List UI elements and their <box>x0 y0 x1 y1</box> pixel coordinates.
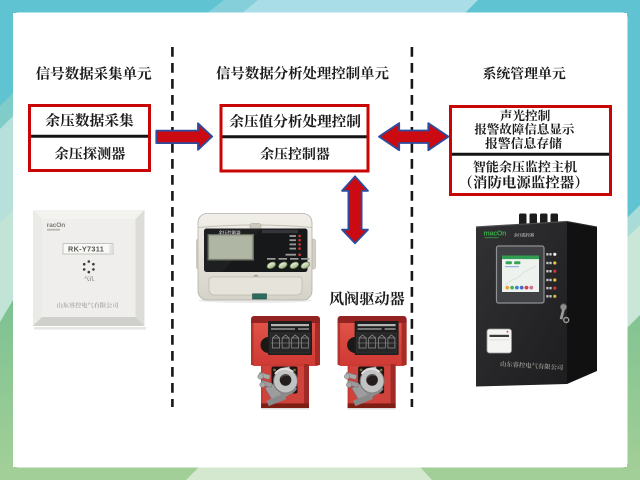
svg-text:RK-Y7311: RK-Y7311 <box>68 244 104 253</box>
svg-text:macOn: macOn <box>484 231 507 238</box>
svg-text:racOn: racOn <box>47 222 65 229</box>
